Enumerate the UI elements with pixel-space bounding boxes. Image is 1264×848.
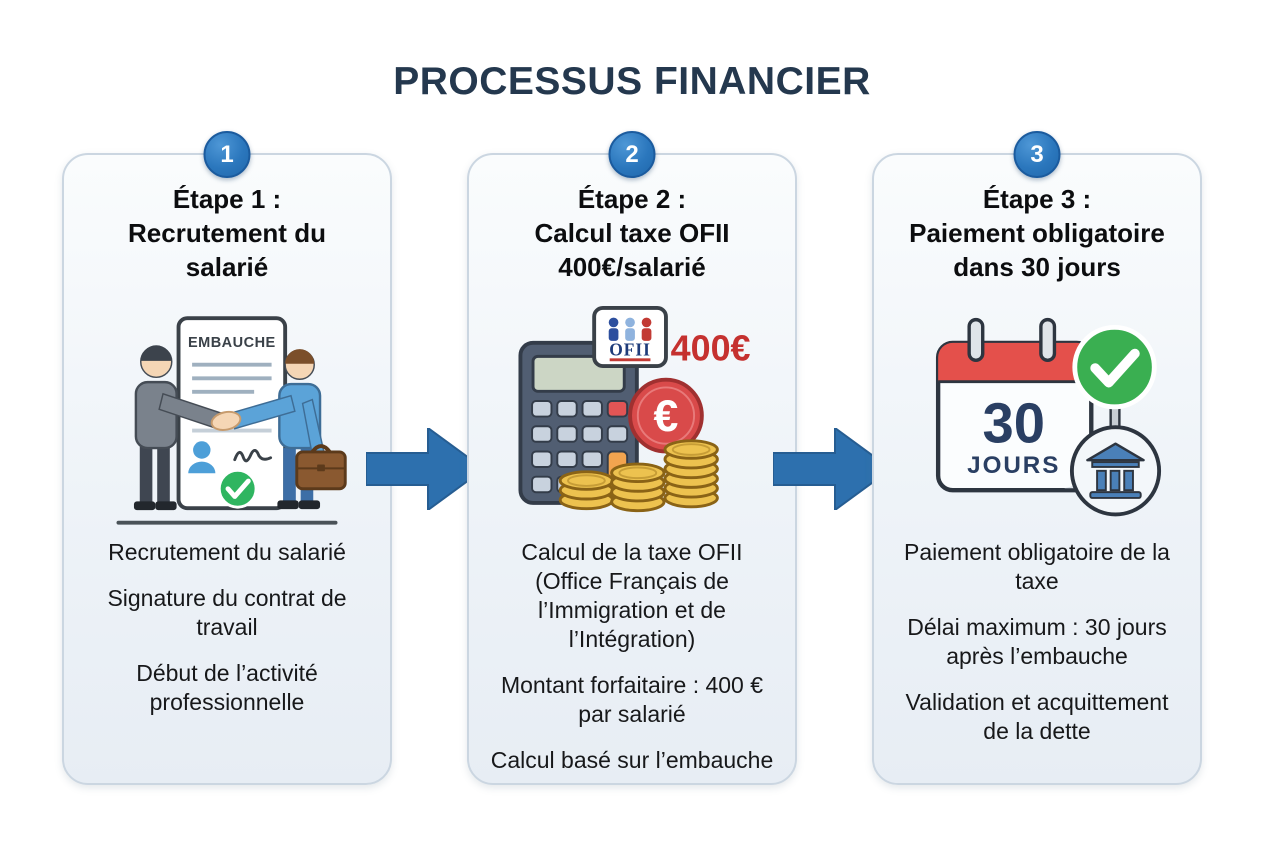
step-1-item: Signature du contrat de travail <box>107 585 347 641</box>
step-2-item: Montant forfaitaire : 400 € par salarié <box>500 672 764 728</box>
calculator-coins-icon: OFII 400€ € <box>518 306 751 513</box>
ofii-sign: OFII <box>592 306 668 369</box>
ofii-tagline <box>609 358 651 362</box>
step-1-badge: 1 <box>203 131 251 178</box>
step-card-1: 1 Étape 1 : Recrutement du salarié EMBAU… <box>62 131 392 785</box>
step-2-badge: 2 <box>608 131 656 178</box>
step-1-item: Début de l’activité professionnelle <box>136 660 318 716</box>
step-1-title: Étape 1 : Recrutement du salarié <box>128 184 326 282</box>
euro-symbol: € <box>654 392 679 441</box>
arrow-right-icon <box>773 428 891 510</box>
calendar-icon: 30 JOURS <box>935 318 1094 493</box>
check-circle-icon <box>1072 325 1157 410</box>
step-2-illustration: OFII 400€ € <box>469 298 795 538</box>
handshake-contract-icon: EMBAUCHE <box>116 316 347 526</box>
ofii-label: OFII <box>609 340 651 360</box>
signature-scribble <box>233 449 273 463</box>
arrow-right-icon <box>366 428 484 510</box>
step-3-item: Délai maximum : 30 jours après l’embauch… <box>907 614 1167 670</box>
euro-coin-icon: € <box>628 378 704 454</box>
step-1-description: Recrutement du salarié Signature du cont… <box>64 538 390 717</box>
step-3-title: Étape 3 : Paiement obligatoire dans 30 j… <box>909 184 1165 282</box>
step-3-description: Paiement obligatoire de la taxe Délai ma… <box>874 538 1200 746</box>
amount-label: 400€ <box>671 329 751 369</box>
step-3-item: Validation et acquittement de la dette <box>905 689 1169 745</box>
step-1-illustration: EMBAUCHE <box>64 298 390 538</box>
step-2-item: Calcul basé sur l’embauche <box>490 747 774 774</box>
employer-figure <box>133 345 223 511</box>
step-3-badge: 3 <box>1013 131 1061 178</box>
employee-figure <box>230 349 347 510</box>
briefcase-icon <box>295 444 347 491</box>
calendar-deadline-icon: 30 JOURS <box>935 318 1162 517</box>
step-2-title: Étape 2 : Calcul taxe OFII 400€/salarié <box>534 184 730 282</box>
calendar-ring <box>967 318 985 363</box>
calendar-ring <box>1039 318 1057 363</box>
bank-icon <box>1069 425 1162 517</box>
days-label: JOURS <box>967 452 1060 479</box>
page-title: PROCESSUS FINANCIER <box>393 60 871 103</box>
step-3-item: Paiement obligatoire de la taxe <box>904 539 1170 595</box>
handshake-hands <box>210 411 242 432</box>
step-3-illustration: 30 JOURS <box>874 298 1200 538</box>
avatar-icon <box>188 441 216 474</box>
step-2-item: Calcul de la taxe OFII (Office Français … <box>521 539 743 653</box>
step-1-item: Recrutement du salarié <box>108 539 346 566</box>
document-title: EMBAUCHE <box>188 336 276 352</box>
ofii-figures-icon <box>608 317 652 342</box>
days-number: 30 <box>982 392 1045 455</box>
green-check-icon <box>217 469 258 510</box>
step-card-2: 2 Étape 2 : Calcul taxe OFII 400€/salari… <box>467 131 797 785</box>
step-2-description: Calcul de la taxe OFII (Office Français … <box>469 538 795 775</box>
calendar-header <box>938 343 1092 383</box>
step-card-3: 3 Étape 3 : Paiement obligatoire dans 30… <box>872 131 1202 785</box>
coin-stack-icon <box>558 439 719 513</box>
